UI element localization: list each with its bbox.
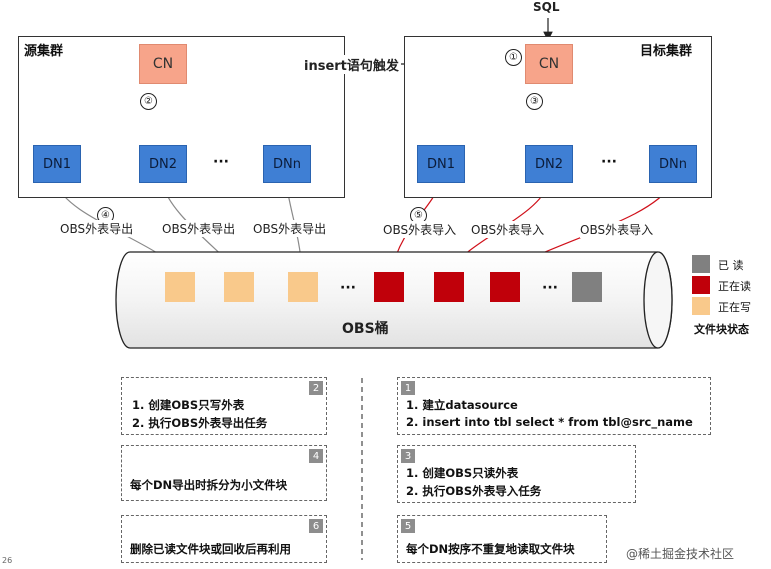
source-cn-label: CN (152, 56, 174, 72)
note-badge: 4 (309, 449, 323, 463)
target-dnn-label: DNn (659, 156, 687, 172)
import-label-3: OBS外表导入 (580, 221, 654, 238)
note-step-4: 4 每个DN导出时拆分为小文件块 (121, 445, 327, 501)
obs-bucket-label: OBS桶 (342, 321, 389, 337)
legend-swatch-reading (692, 276, 710, 294)
source-dn1-node[interactable]: DN1 (33, 145, 81, 183)
file-block-writing (288, 272, 318, 302)
page-number: 26 (2, 556, 13, 565)
insert-trigger-label: insert语句触发 (302, 55, 401, 74)
target-dn1-label: DN1 (426, 156, 455, 172)
note-line: 删除已读文件块或回收后再利用 (130, 542, 291, 556)
file-block-read (572, 272, 602, 302)
bucket-ellipsis-2: ··· (542, 280, 558, 296)
note-badge: 5 (401, 519, 415, 533)
note-badge: 1 (401, 381, 415, 395)
export-label-2: OBS外表导出 (162, 220, 236, 237)
note-step-6: 6 删除已读文件块或回收后再利用 (121, 515, 327, 563)
note-step-2: 2 1. 创建OBS只写外表 2. 执行OBS外表导出任务 (121, 377, 327, 435)
note-badge: 6 (309, 519, 323, 533)
legend-label-writing: 正在写 (718, 301, 751, 314)
note-line: 1. 建立datasource (406, 398, 518, 412)
export-label-3: OBS外表导出 (253, 220, 327, 237)
target-dn1-node[interactable]: DN1 (417, 145, 465, 183)
target-cn-label: CN (538, 56, 560, 72)
note-line: 1. 创建OBS只写外表 (132, 398, 245, 412)
note-line: 1. 创建OBS只读外表 (406, 466, 519, 480)
watermark: @稀土掘金技术社区 (626, 547, 735, 561)
note-line: 每个DN导出时拆分为小文件块 (130, 478, 288, 492)
note-line: 每个DN按序不重复地读取文件块 (406, 542, 575, 556)
import-label-1: OBS外表导入 (383, 221, 457, 238)
file-block-writing (165, 272, 195, 302)
target-dn2-node[interactable]: DN2 (525, 145, 573, 183)
file-block-reading (490, 272, 520, 302)
bucket-ellipsis-1: ··· (340, 280, 356, 296)
target-cluster-title: 目标集群 (640, 44, 693, 59)
target-dn2-label: DN2 (534, 156, 563, 172)
note-step-1: 1 1. 建立datasource 2. insert into tbl sel… (397, 377, 711, 435)
source-cn-node[interactable]: CN (139, 44, 187, 84)
legend-title: 文件块状态 (694, 323, 749, 336)
source-dnn-node[interactable]: DNn (263, 145, 311, 183)
target-cn-node[interactable]: CN (525, 44, 573, 84)
source-dn2-label: DN2 (148, 156, 177, 172)
legend-swatch-writing (692, 297, 710, 315)
step-1-marker: ① (505, 49, 522, 66)
note-line: 2. insert into tbl select * from tbl@src… (406, 415, 693, 429)
note-line: 2. 执行OBS外表导入任务 (406, 484, 542, 498)
source-dnn-label: DNn (273, 156, 301, 172)
target-dn-ellipsis: ··· (601, 154, 617, 170)
legend-swatch-read (692, 255, 710, 273)
import-label-2: OBS外表导入 (471, 221, 545, 238)
source-cluster-title: 源集群 (24, 44, 64, 59)
note-badge: 3 (401, 449, 415, 463)
legend-label-reading: 正在读 (718, 280, 751, 293)
export-label-1: OBS外表导出 (60, 220, 134, 237)
source-dn2-node[interactable]: DN2 (139, 145, 187, 183)
note-line: 2. 执行OBS外表导出任务 (132, 416, 268, 430)
step-3-marker: ③ (526, 93, 543, 110)
source-dn1-label: DN1 (42, 156, 71, 172)
file-block-reading (374, 272, 404, 302)
target-dnn-node[interactable]: DNn (649, 145, 697, 183)
note-step-3: 3 1. 创建OBS只读外表 2. 执行OBS外表导入任务 (397, 445, 636, 503)
note-badge: 2 (309, 381, 323, 395)
sql-label: SQL (533, 0, 560, 14)
note-step-5: 5 每个DN按序不重复地读取文件块 (397, 515, 607, 563)
source-dn-ellipsis: ··· (213, 154, 229, 170)
file-block-writing (224, 272, 254, 302)
step-2-marker: ② (140, 93, 157, 110)
legend-label-read: 已 读 (718, 259, 744, 272)
file-block-reading (434, 272, 464, 302)
